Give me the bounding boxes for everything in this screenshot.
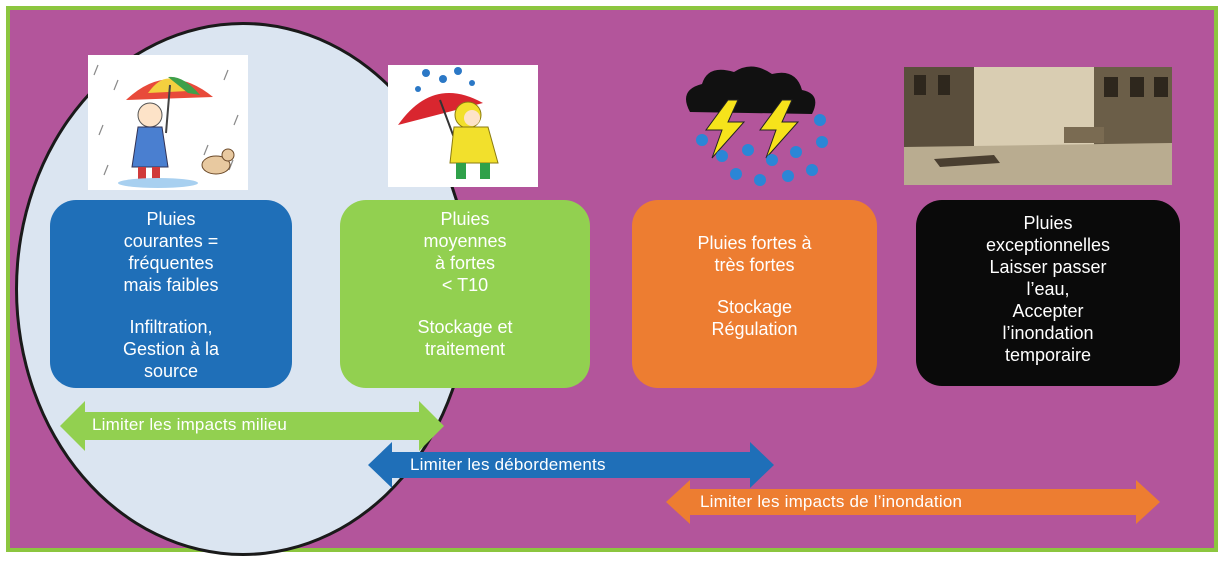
- card-line: Stockage: [716, 297, 793, 317]
- card-line: très fortes: [714, 255, 795, 275]
- arrow-label-impacts-inondation: Limiter les impacts de l’inondation: [700, 492, 963, 511]
- card-line: moyennes: [423, 231, 507, 251]
- card-line-gap: [340, 296, 590, 316]
- card-line: temporaire: [1004, 345, 1092, 365]
- card-line: source: [143, 361, 199, 381]
- card-line: Laisser passer: [989, 257, 1107, 277]
- arrow-label-debordements: Limiter les débordements: [410, 455, 606, 474]
- arrow-debordements: [368, 442, 774, 488]
- card-line: < T10: [441, 275, 489, 295]
- card-line: courantes =: [123, 231, 219, 251]
- card-line: Pluies: [440, 209, 490, 229]
- card-line: Stockage et: [417, 317, 513, 337]
- flooded-street-photo: [904, 67, 1172, 185]
- card-line: Pluies: [146, 209, 196, 229]
- card-line: Pluies: [1023, 213, 1073, 233]
- arrow-impacts-inondation: [666, 480, 1160, 524]
- arrow-label-impacts-milieu: Limiter les impacts milieu: [92, 415, 288, 434]
- card-line: à fortes: [434, 253, 496, 273]
- storm-cloud-lightning-icon: [672, 60, 840, 192]
- card-line: Infiltration,: [129, 317, 213, 337]
- child-raincoat-icon: [388, 65, 538, 187]
- card-line: Pluies fortes à: [697, 233, 812, 253]
- card-line: Accepter: [1012, 301, 1084, 321]
- card-line: Gestion à la: [122, 339, 220, 359]
- card-line: Régulation: [711, 319, 798, 339]
- card-line-gap: [50, 296, 292, 316]
- card-line: exceptionnelles: [985, 235, 1111, 255]
- card-line: traitement: [424, 339, 506, 359]
- diagram-border: [6, 6, 1218, 552]
- card-line-gap: [632, 276, 877, 296]
- card-line: mais faibles: [123, 275, 219, 295]
- card-line: l’inondation: [1002, 323, 1094, 343]
- card-line: l’eau,: [1026, 279, 1070, 299]
- arrow-impacts-milieu: [60, 401, 444, 451]
- card-line: fréquentes: [128, 253, 214, 273]
- girl-umbrella-rain-icon: [88, 55, 248, 190]
